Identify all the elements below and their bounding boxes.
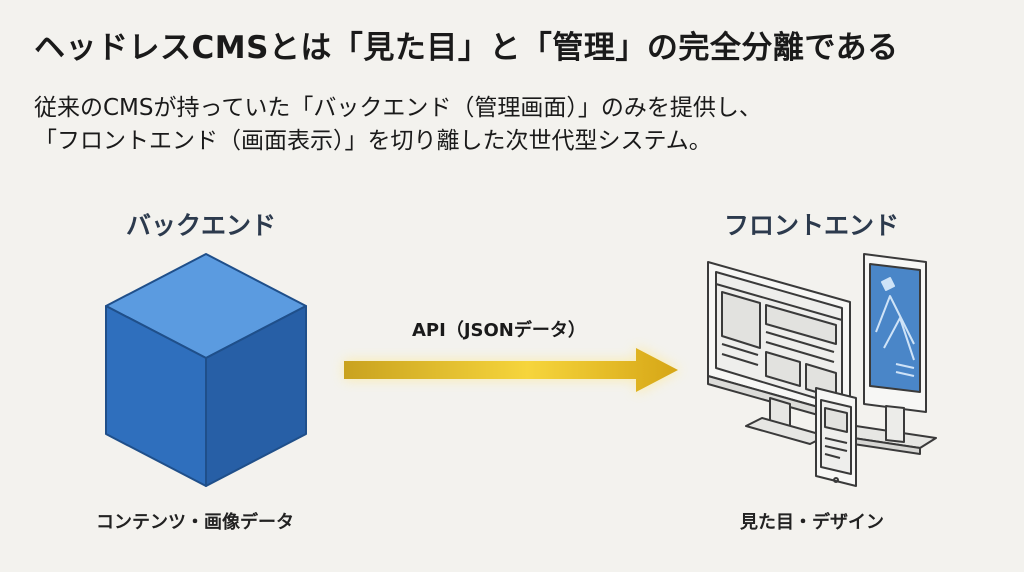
backend-heading: バックエンド <box>126 211 277 240</box>
kiosk-tablet-icon <box>839 253 937 455</box>
description: 従来のCMSが持っていた「バックエンド（管理画面）」のみを提供し、 「フロントエ… <box>34 92 762 158</box>
frontend-devices <box>707 253 937 487</box>
cube-icon <box>105 253 307 487</box>
frontend-heading: フロントエンド <box>724 211 900 240</box>
desktop-monitor-icon <box>707 261 851 445</box>
frontend-caption: 見た目・デザイン <box>740 512 884 533</box>
api-label: API（JSONデータ） <box>412 320 586 341</box>
page-title: ヘッドレスCMSとは「見た目」と「管理」の完全分離である <box>34 30 899 66</box>
arrow-right-icon <box>344 346 680 394</box>
description-line-1: 従来のCMSが持っていた「バックエンド（管理画面）」のみを提供し、 <box>34 95 762 121</box>
backend-caption: コンテンツ・画像データ <box>96 512 294 533</box>
description-line-2: 「フロントエンド（画面表示）」を切り離した次世代型システム。 <box>34 128 712 154</box>
smartphone-icon <box>815 387 857 487</box>
